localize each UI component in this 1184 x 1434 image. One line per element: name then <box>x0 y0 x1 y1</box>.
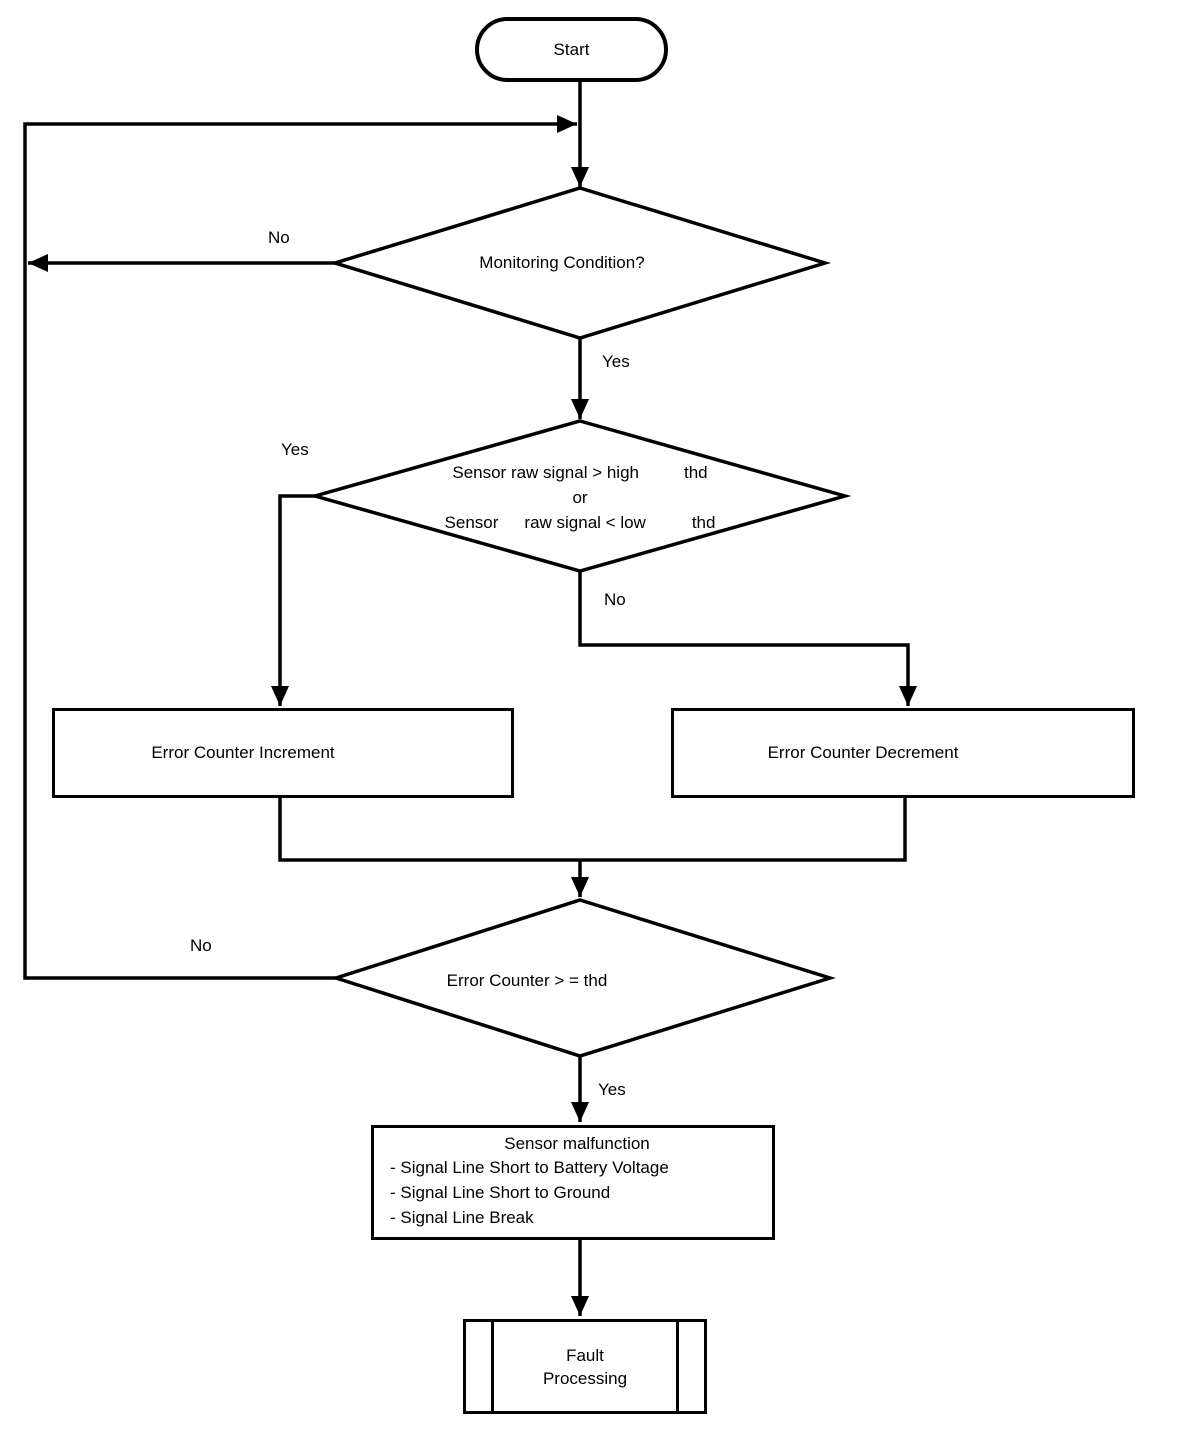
signal-line3-thd: thd <box>691 513 716 532</box>
start-node: Start <box>475 17 668 82</box>
edge-label-signal-yes: Yes <box>281 440 309 459</box>
edge-label-monitoring-yes: Yes <box>602 352 630 371</box>
malfunction-bullet: - Signal Line Short to Battery Voltage <box>390 1158 669 1177</box>
edge-merge <box>278 798 907 862</box>
signal-line3: Sensor raw signal < low thd <box>330 510 830 535</box>
edge-label-signal-no: No <box>604 590 626 609</box>
malfunction-title: Sensor malfunction <box>504 1134 650 1153</box>
signal-line3-main: raw signal < low <box>524 513 646 532</box>
fault-label-line2: Processing <box>542 1368 628 1388</box>
decision-error-counter-label: Error Counter > = thd <box>446 971 608 990</box>
start-label: Start <box>553 39 590 59</box>
edge-label-counter-no: No <box>190 936 212 955</box>
fault-label-line1: Fault <box>566 1345 604 1365</box>
malfunction-bullet: - Signal Line Break <box>390 1208 534 1227</box>
decision-monitoring-label: Monitoring Condition? <box>479 253 645 272</box>
predefined-fault-processing: Fault Processing <box>463 1319 707 1414</box>
signal-line2: or <box>572 488 588 507</box>
process-sensor-malfunction: Sensor malfunction - Signal Line Short t… <box>371 1125 775 1240</box>
edge-loop-back <box>23 115 577 980</box>
decrement-label: Error Counter Decrement <box>767 743 959 762</box>
signal-line1-main: Sensor raw signal > high <box>452 463 639 482</box>
predefined-right-bar <box>676 1322 679 1411</box>
edge-label-counter-yes: Yes <box>598 1080 626 1099</box>
malfunction-bullet-list: - Signal Line Short to Battery Voltage -… <box>390 1155 764 1230</box>
malfunction-bullet: - Signal Line Short to Ground <box>390 1183 611 1202</box>
edge-signal-yes <box>271 494 315 706</box>
decision-signal-threshold-label: Sensor raw signal > high thd or Sensor raw… <box>330 460 830 535</box>
process-error-counter-increment: Error Counter Increment <box>52 708 514 798</box>
signal-line1: Sensor raw signal > high thd <box>330 460 830 485</box>
edge-signal-no <box>578 571 917 706</box>
edge-label-monitoring-no: No <box>268 228 290 247</box>
signal-line1-thd: thd <box>684 463 708 482</box>
predefined-left-bar <box>491 1322 494 1411</box>
signal-line3-sensor: Sensor <box>444 513 499 532</box>
process-error-counter-decrement: Error Counter Decrement <box>671 708 1135 798</box>
increment-label: Error Counter Increment <box>151 743 335 762</box>
